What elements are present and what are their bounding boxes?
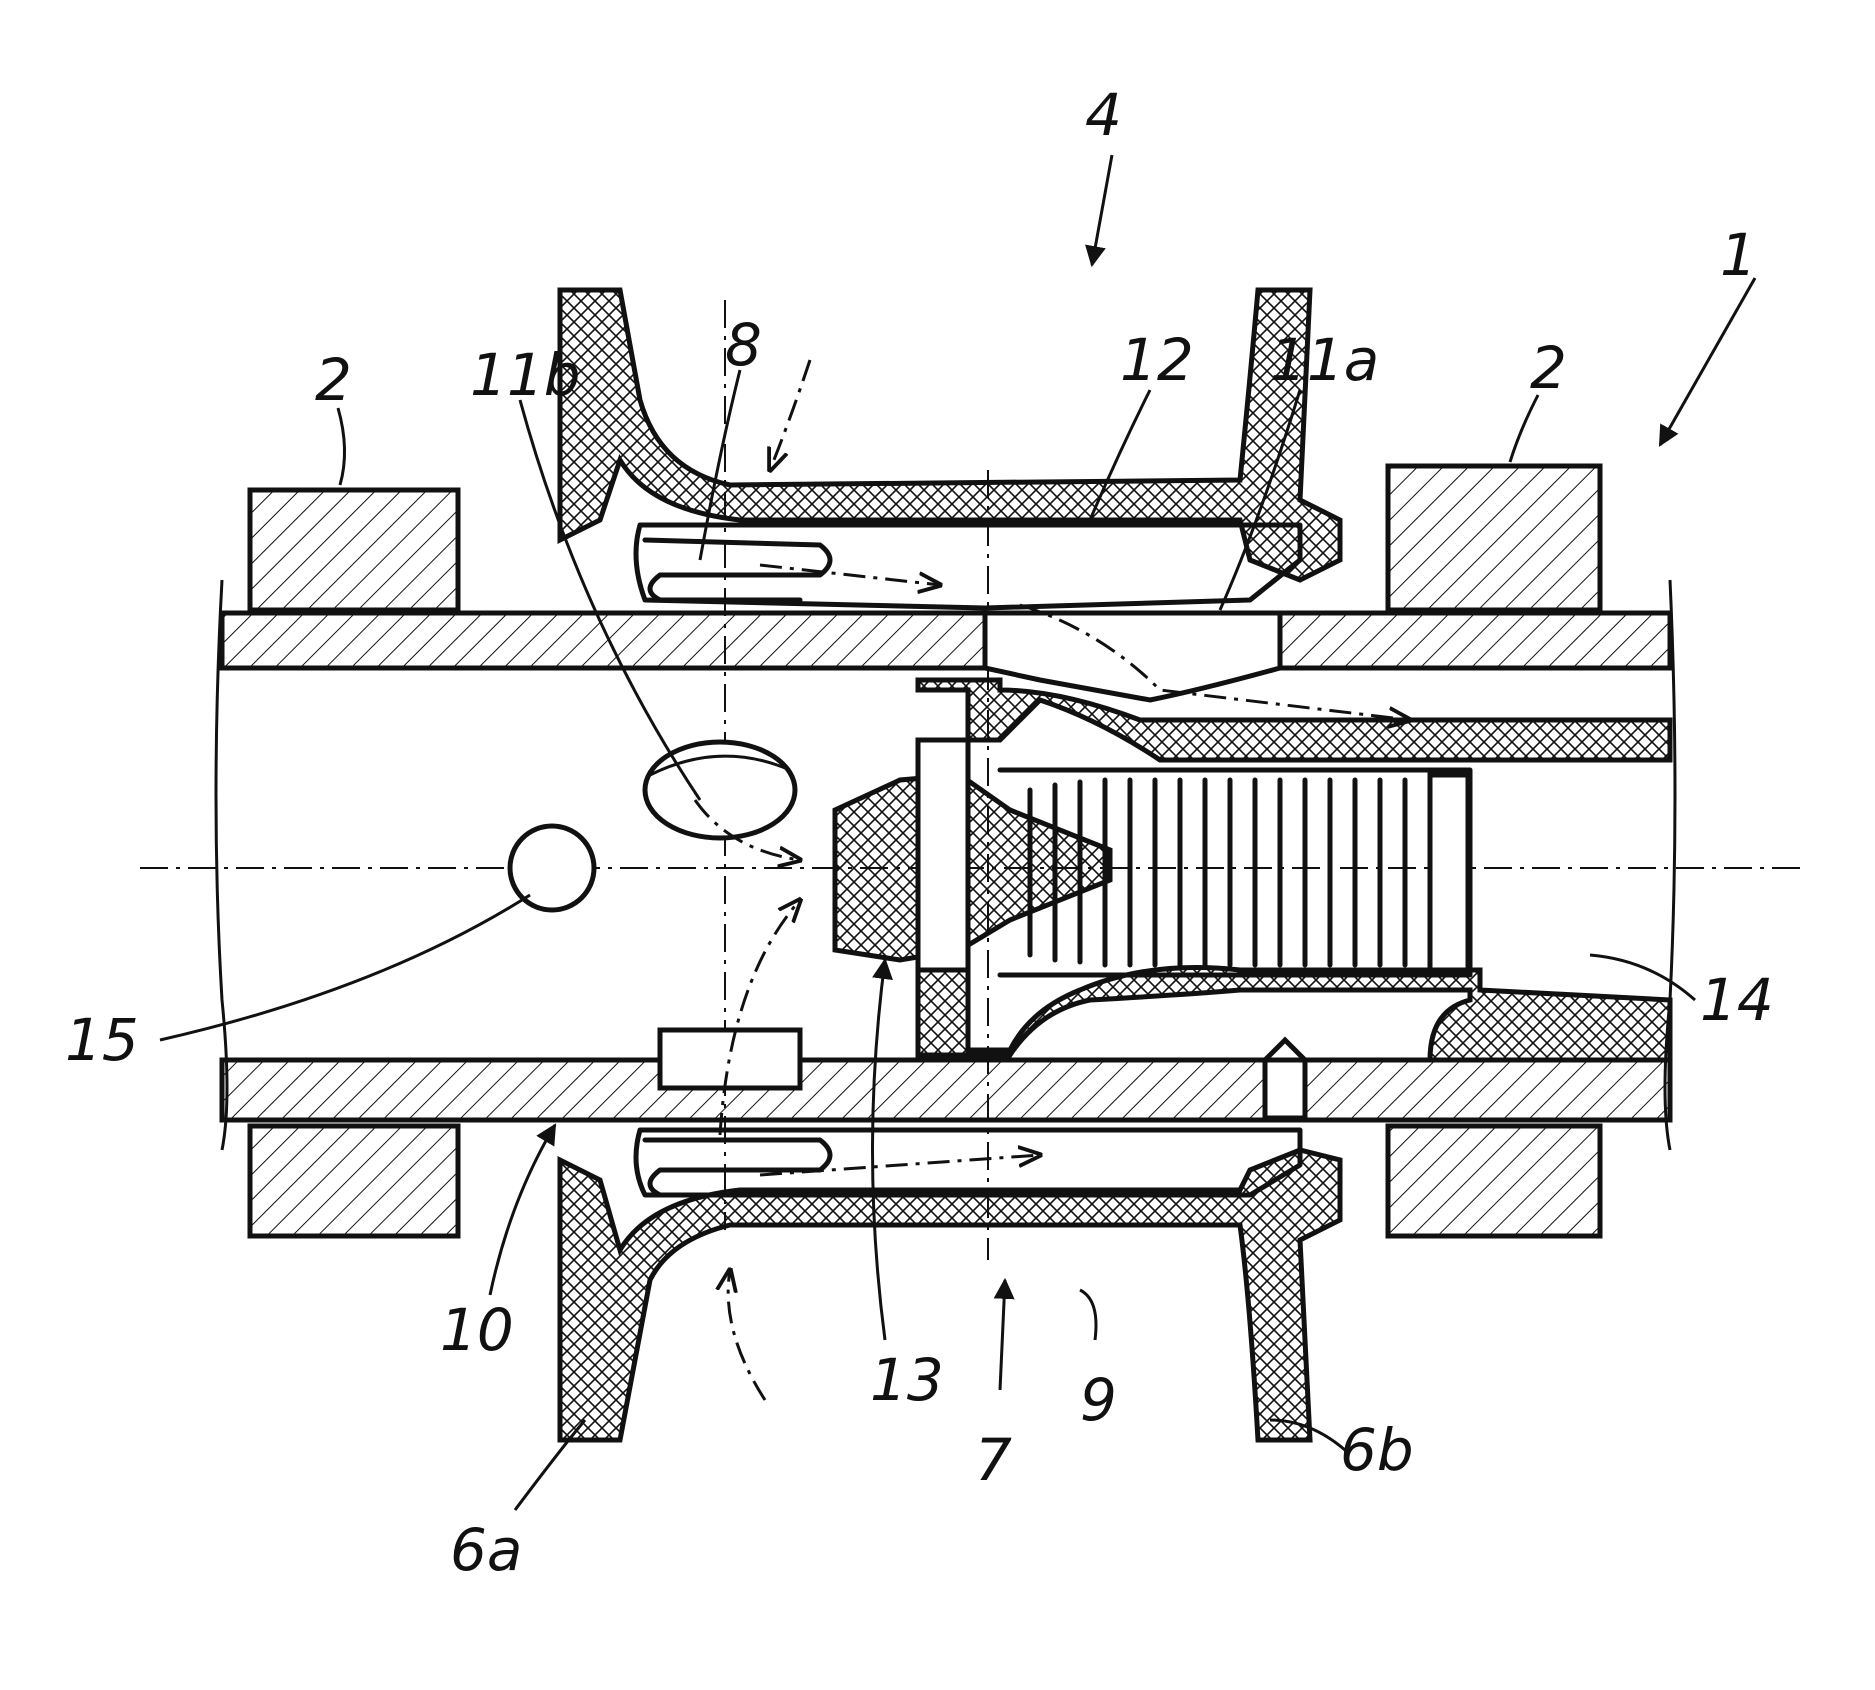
valve-poppet-13: [835, 775, 1110, 960]
leader-15: [160, 895, 530, 1040]
ref-label-12: 12: [1120, 326, 1194, 394]
ref-label-4: 4: [1085, 81, 1122, 149]
valve-housing: [918, 680, 1670, 760]
ref-label-14: 14: [1700, 966, 1774, 1034]
leader-7: [1000, 1280, 1005, 1390]
ref-label-15: 15: [65, 1006, 139, 1074]
ref-label-13: 13: [870, 1346, 944, 1414]
flange-block-right-top: [1388, 466, 1600, 610]
pipe-wall-bottom: [222, 1060, 1670, 1120]
seal-collar-bottom: [660, 1030, 800, 1088]
ref-label-7: 7: [975, 1426, 1012, 1494]
ref-label-1: 1: [1720, 221, 1757, 289]
leader-10: [490, 1125, 555, 1295]
leader-9: [1080, 1290, 1096, 1340]
ref-label-2-right: 2: [1530, 334, 1567, 402]
flange-block-left-top: [250, 490, 458, 610]
flow-arrow-top-inlet: [770, 360, 810, 470]
leader-2-left: [338, 408, 345, 485]
leader-6a: [515, 1420, 585, 1510]
flow-arrow-bottom-inlet: [728, 1270, 765, 1400]
opening-11a: [985, 613, 1280, 700]
pipe-wall-top: [222, 613, 985, 668]
ref-label-9: 9: [1080, 1366, 1117, 1434]
flow-arrow-bottom-channel: [760, 1155, 1040, 1175]
seal-element-10: [645, 1140, 830, 1195]
flange-block-left-bottom: [250, 1126, 458, 1236]
valve-seat-flange: [918, 740, 968, 970]
ref-label-10: 10: [440, 1296, 514, 1364]
leader-2-right: [1510, 395, 1538, 462]
ref-label-6a: 6a: [450, 1516, 522, 1584]
opening-15: [510, 826, 594, 910]
leader-8: [700, 370, 740, 560]
leader-4: [1092, 155, 1112, 265]
leader-13: [873, 960, 886, 1340]
ref-label-11a: 11a: [1270, 326, 1379, 394]
housing-shell-top: [560, 290, 1340, 580]
spring-end-cap: [1430, 775, 1468, 970]
ref-label-6b: 6b: [1340, 1416, 1414, 1484]
plug-element: [1265, 1040, 1305, 1118]
pipe-wall-top-right: [1280, 613, 1670, 668]
leader-1: [1660, 278, 1755, 445]
leader-14: [1590, 955, 1695, 1000]
flange-block-right-bottom: [1388, 1126, 1600, 1236]
ref-label-8: 8: [725, 311, 762, 379]
chamber-12-outline: [636, 525, 1300, 608]
ref-label-11b: 11b: [470, 341, 581, 409]
ref-label-2-left: 2: [315, 346, 352, 414]
